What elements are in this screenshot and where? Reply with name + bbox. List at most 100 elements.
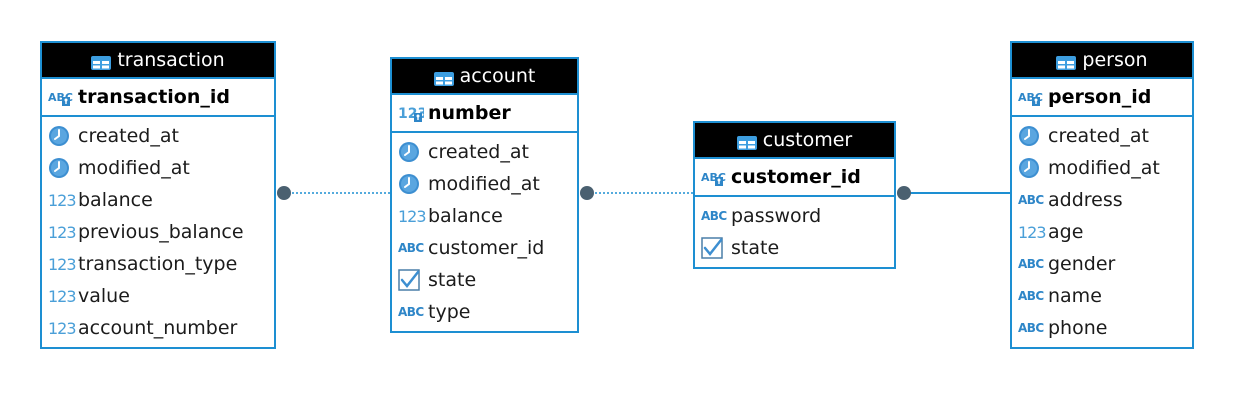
column-name: value	[78, 285, 130, 307]
abc-key-icon: ABC	[701, 166, 727, 188]
number-icon: 123	[1018, 222, 1047, 242]
number-icon: 123	[48, 318, 77, 338]
primary-key-row[interactable]: 123 number	[392, 95, 577, 133]
clock-icon	[398, 173, 424, 195]
entity-transaction[interactable]: transaction ABC transaction_id created_a…	[40, 41, 276, 349]
column-name: modified_at	[1048, 157, 1160, 179]
number-key-icon: 123	[398, 102, 424, 124]
abc-icon: ABC	[1018, 321, 1044, 335]
column-name: previous_balance	[78, 221, 244, 243]
column-row[interactable]: created_at	[1012, 120, 1192, 152]
column-row[interactable]: ABC name	[1012, 280, 1192, 312]
column-name: created_at	[1048, 125, 1149, 147]
primary-key-row[interactable]: ABC person_id	[1012, 79, 1192, 117]
column-row[interactable]: created_at	[42, 120, 274, 152]
column-name: age	[1048, 221, 1084, 243]
column-row[interactable]: created_at	[392, 136, 577, 168]
column-name: created_at	[78, 125, 179, 147]
link-endpoint-transaction	[277, 186, 291, 200]
table-icon	[433, 69, 454, 86]
column-row[interactable]: ABC gender	[1012, 248, 1192, 280]
table-icon	[1056, 53, 1077, 70]
abc-icon: ABC	[701, 209, 727, 223]
number-icon: 123	[398, 206, 427, 226]
column-name: address	[1048, 189, 1123, 211]
column-row[interactable]: modified_at	[392, 168, 577, 200]
primary-key-row[interactable]: ABC customer_id	[695, 159, 894, 197]
link-endpoint-customer	[897, 186, 911, 200]
column-name: state	[428, 269, 477, 291]
column-row[interactable]: ABC customer_id	[392, 232, 577, 264]
column-name: password	[731, 205, 822, 227]
entity-header[interactable]: account	[392, 59, 577, 95]
column-name: transaction_type	[78, 253, 238, 275]
abc-icon: ABC	[398, 241, 424, 255]
column-name: created_at	[428, 141, 529, 163]
column-name: person_id	[1048, 86, 1152, 108]
column-name: transaction_id	[78, 86, 230, 108]
column-row[interactable]: state	[695, 232, 894, 264]
entity-header[interactable]: person	[1012, 43, 1192, 79]
entity-title: account	[459, 65, 536, 87]
checkbox-icon	[701, 237, 727, 259]
column-name: phone	[1048, 317, 1108, 339]
column-name: balance	[428, 205, 503, 227]
attribute-list: ABC password state	[695, 197, 894, 264]
column-name: modified_at	[78, 157, 190, 179]
abc-key-icon: ABC	[48, 86, 74, 108]
column-row[interactable]: ABC password	[695, 200, 894, 232]
entity-title: customer	[762, 129, 853, 151]
number-icon: 123	[48, 190, 77, 210]
column-name: modified_at	[428, 173, 540, 195]
clock-icon	[48, 157, 74, 179]
column-name: balance	[78, 189, 153, 211]
abc-icon: ABC	[1018, 193, 1044, 207]
column-row[interactable]: ABC address	[1012, 184, 1192, 216]
column-row[interactable]: modified_at	[1012, 152, 1192, 184]
entity-header[interactable]: transaction	[42, 43, 274, 79]
entity-title: transaction	[117, 49, 225, 71]
abc-icon: ABC	[1018, 289, 1044, 303]
number-icon: 123	[48, 222, 77, 242]
column-name: account_number	[78, 317, 238, 339]
clock-icon	[48, 125, 74, 147]
column-name: state	[731, 237, 780, 259]
entity-person[interactable]: person ABC person_id created_at modified_…	[1010, 41, 1194, 349]
entity-header[interactable]: customer	[695, 123, 894, 159]
primary-key-row[interactable]: ABC transaction_id	[42, 79, 274, 117]
number-icon: 123	[48, 254, 77, 274]
clock-icon	[398, 141, 424, 163]
table-icon	[736, 133, 757, 150]
column-row[interactable]: state	[392, 264, 577, 296]
table-icon	[91, 53, 112, 70]
number-icon: 123	[48, 286, 77, 306]
column-name: customer_id	[428, 237, 545, 259]
column-name: name	[1048, 285, 1102, 307]
abc-icon: ABC	[1018, 257, 1044, 271]
clock-icon	[1018, 125, 1044, 147]
column-name: gender	[1048, 253, 1116, 275]
clock-icon	[1018, 157, 1044, 179]
entity-title: person	[1082, 49, 1148, 71]
entity-account[interactable]: account 123 number created_at modified_at…	[390, 57, 579, 333]
link-endpoint-account	[580, 186, 594, 200]
column-row[interactable]: modified_at	[42, 152, 274, 184]
column-row[interactable]: ABC phone	[1012, 312, 1192, 344]
checkbox-icon	[398, 269, 424, 291]
column-name: number	[428, 102, 511, 124]
abc-icon: ABC	[398, 305, 424, 319]
